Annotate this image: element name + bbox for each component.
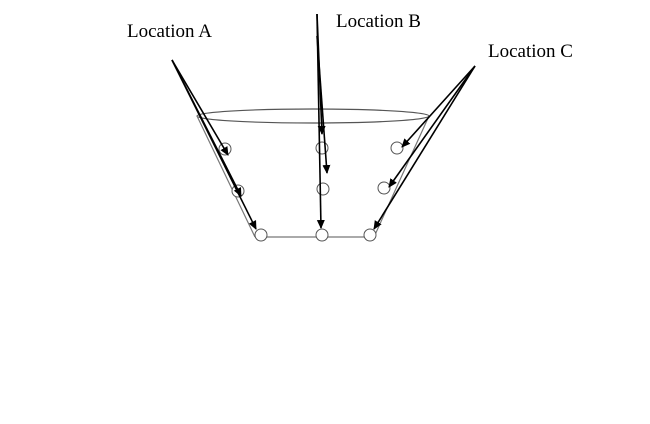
arrow-b-middle bbox=[316, 35, 331, 174]
container-rim bbox=[196, 108, 430, 124]
arrows-location-b bbox=[316, 13, 331, 229]
sensor-b-middle bbox=[316, 182, 330, 196]
arrow-a-top bbox=[171, 59, 229, 156]
sensor-c-bottom bbox=[363, 228, 377, 242]
sensor-a-bottom bbox=[254, 228, 268, 242]
arrow-a-bottom bbox=[171, 59, 257, 230]
container-right-wall bbox=[373, 115, 430, 238]
arrow-c-middle bbox=[388, 65, 476, 188]
arrow-b-bottom bbox=[316, 13, 325, 229]
sensor-b-bottom bbox=[315, 228, 329, 242]
sensor-c-middle bbox=[377, 181, 391, 195]
arrow-c-bottom bbox=[373, 65, 476, 230]
arrows-location-a bbox=[171, 59, 257, 230]
label-location-b: Location B bbox=[336, 11, 421, 32]
label-location-a: Location A bbox=[127, 21, 212, 42]
container-left-wall bbox=[196, 115, 256, 238]
sensor-c-top bbox=[390, 141, 404, 155]
container bbox=[196, 108, 430, 238]
label-location-c: Location C bbox=[488, 41, 573, 62]
arrows-location-c bbox=[373, 65, 476, 230]
arrow-c-top bbox=[401, 65, 476, 148]
